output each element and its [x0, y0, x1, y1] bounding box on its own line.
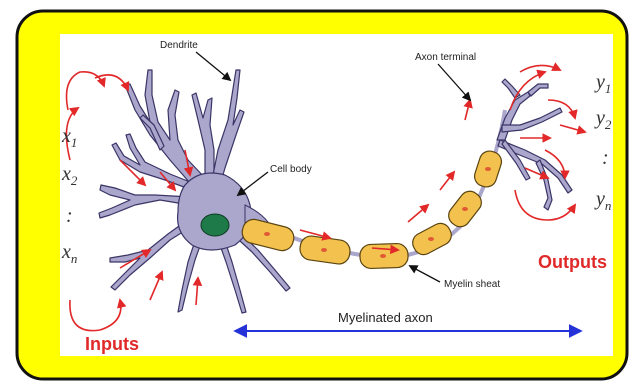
output-dots: :	[602, 147, 609, 169]
nucleus	[201, 214, 229, 236]
outputs-label: Outputs	[538, 252, 607, 272]
axon-terminal-label: Axon terminal	[415, 52, 476, 63]
dendrite-label: Dendrite	[160, 40, 198, 51]
myelin-sheath-label: Myelin sheat	[444, 279, 500, 290]
cell-body-label: Cell body	[270, 164, 312, 175]
inputs-label: Inputs	[85, 334, 139, 354]
myelinated-axon-label: Myelinated axon	[338, 310, 433, 325]
input-dots: :	[66, 205, 73, 227]
